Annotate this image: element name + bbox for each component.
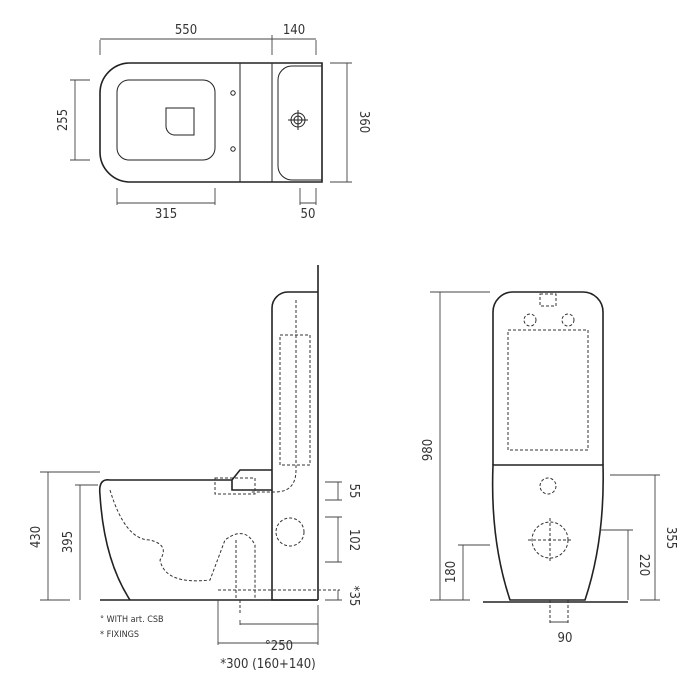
front-tank — [492, 291, 604, 465]
dim-315: 315 — [155, 207, 177, 222]
note-fixings: * FIXINGS — [100, 630, 139, 640]
dim-355: 355 — [663, 527, 678, 549]
side-tank — [271, 291, 318, 601]
top-view: 550 140 255 360 315 50 — [56, 23, 371, 222]
dim-360: 360 — [356, 111, 371, 133]
dim-102: 102 — [346, 529, 361, 551]
dim-180: 180 — [444, 561, 459, 583]
dim-220: 220 — [636, 554, 651, 576]
top-outline — [99, 62, 323, 183]
dim-430: 430 — [29, 526, 44, 548]
dim-50: 50 — [301, 207, 316, 222]
side-bowl — [98, 469, 272, 601]
front-view: 980 180 355 220 90 — [421, 291, 678, 646]
tap-hole-icon — [288, 110, 308, 130]
dim-55: 55 — [346, 484, 361, 499]
bowl-opening — [116, 79, 216, 161]
dim-250: °250 — [265, 639, 293, 654]
note-csb: ° WITH art. CSB — [100, 615, 164, 625]
dim-300: *300 (160+140) — [220, 657, 315, 672]
dim-35: *35 — [346, 586, 361, 607]
dim-255: 255 — [56, 109, 71, 131]
dim-90: 90 — [558, 631, 573, 646]
side-view: 430 395 55 102 *35 °250 *300 (160+140) °… — [29, 265, 361, 672]
dim-550: 550 — [175, 23, 197, 38]
outlet-hole — [165, 107, 195, 136]
dim-140: 140 — [283, 23, 305, 38]
dim-395: 395 — [61, 531, 76, 553]
dim-980: 980 — [421, 439, 436, 461]
front-bowl — [491, 464, 604, 601]
